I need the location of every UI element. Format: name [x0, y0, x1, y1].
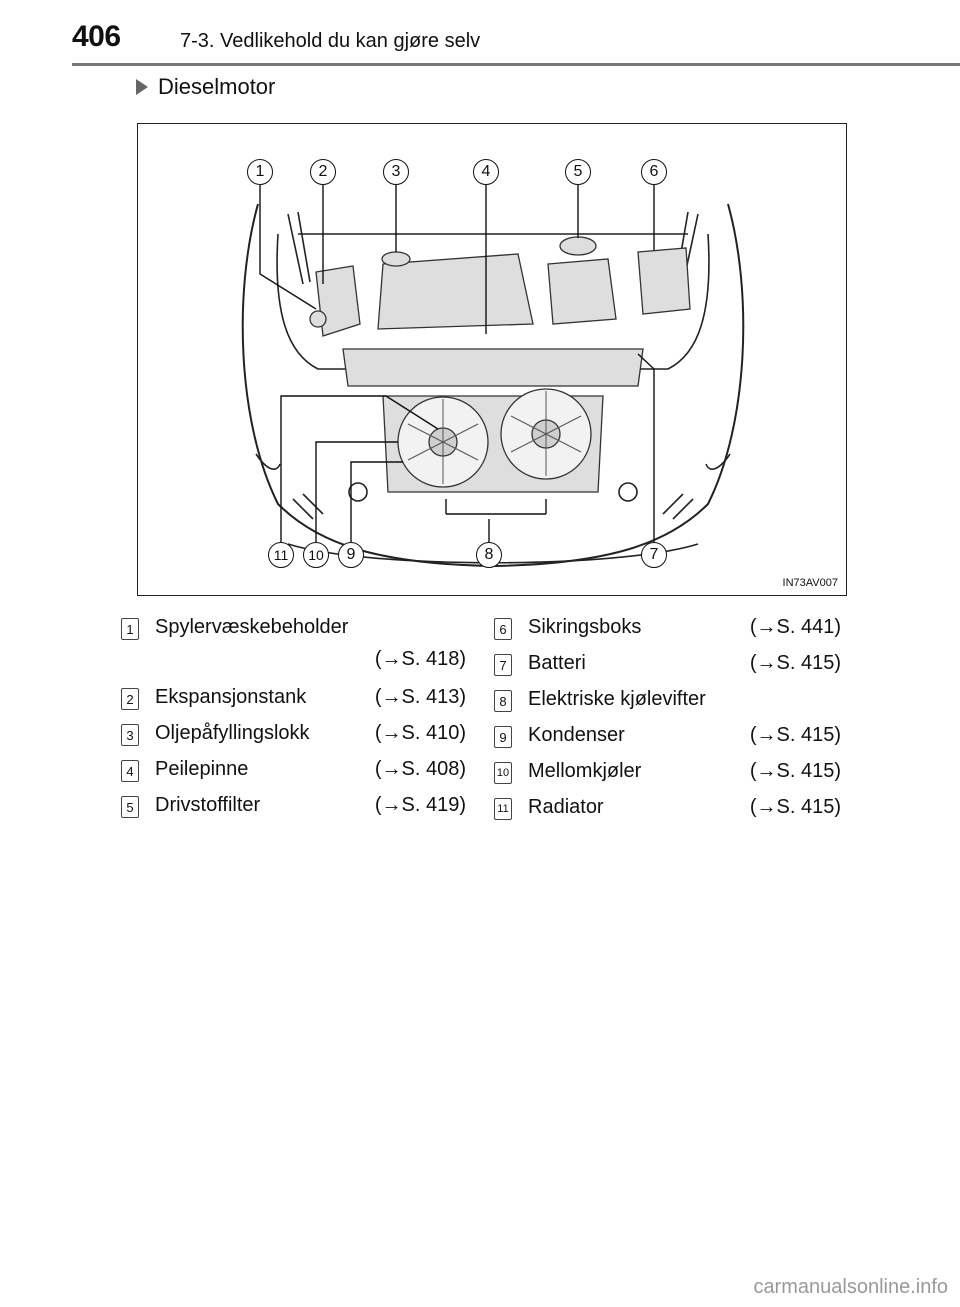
legend-item: 7 Batteri (→S. 415)	[494, 648, 841, 684]
callout-5: 5	[565, 159, 591, 185]
legend-item: 11 Radiator (→S. 415)	[494, 792, 841, 828]
legend-item: 5 Drivstoffilter (→S. 419)	[121, 790, 466, 826]
legend-label: Batteri	[528, 652, 586, 674]
legend-item: 4 Peilepinne (→S. 408)	[121, 754, 466, 790]
section-title-text: Dieselmotor	[158, 74, 276, 99]
legend-number: 11	[494, 798, 512, 820]
legend-ref: (→S. 418)	[374, 648, 466, 670]
legend-ref: (→S. 415)	[749, 652, 841, 674]
legend-item: 9 Kondenser (→S. 415)	[494, 720, 841, 756]
callout-9: 9	[338, 542, 364, 568]
legend-number: 10	[494, 762, 512, 784]
legend-ref: (→S. 441)	[749, 616, 841, 638]
legend-number: 3	[121, 724, 139, 746]
legend-item: 8 Elektriske kjølevifter	[494, 684, 841, 720]
callout-1: 1	[247, 159, 273, 185]
legend-label: Mellomkjøler	[528, 760, 642, 782]
callout-4: 4	[473, 159, 499, 185]
legend-item: 3 Oljepåfyllingslokk (→S. 410)	[121, 718, 466, 754]
figure-code: IN73AV007	[782, 577, 838, 589]
legend-label: Radiator	[528, 796, 604, 818]
callout-2: 2	[310, 159, 336, 185]
legend-number: 1	[121, 618, 139, 640]
page-number: 406	[72, 20, 121, 53]
legend-ref: (→S. 415)	[749, 796, 841, 818]
legend-ref: (→S. 413)	[374, 686, 466, 708]
engine-bay-illustration: 1 2 3 4 5 6 11 10 9 8 7 IN73AV007	[137, 123, 847, 596]
legend-label: Drivstoffilter	[155, 794, 261, 816]
legend-label: Ekspansjonstank	[155, 686, 307, 708]
legend-left: 1 Spylervæskebeholder (→S. 418) 2 Ekspan…	[121, 612, 466, 826]
callout-10: 10	[303, 542, 329, 568]
legend-number: 4	[121, 760, 139, 782]
legend-right: 6 Sikringsboks (→S. 441) 7 Batteri (→S. …	[494, 612, 841, 828]
watermark: carmanualsonline.info	[753, 1276, 948, 1298]
legend-ref: (→S. 415)	[749, 724, 841, 746]
legend-item: 2 Ekspansjonstank (→S. 413)	[121, 682, 466, 718]
callout-11: 11	[268, 542, 294, 568]
section-title: Dieselmotor	[136, 74, 275, 100]
legend-number: 9	[494, 726, 512, 748]
legend-number: 2	[121, 688, 139, 710]
header-rule	[72, 63, 960, 66]
legend-ref: (→S. 410)	[374, 722, 466, 744]
legend-label: Spylervæskebeholder	[155, 616, 349, 638]
callout-3: 3	[383, 159, 409, 185]
legend-label: Peilepinne	[155, 758, 249, 780]
legend-item: 10 Mellomkjøler (→S. 415)	[494, 756, 841, 792]
legend-item: 1 Spylervæskebeholder (→S. 418)	[121, 612, 466, 682]
callout-7: 7	[641, 542, 667, 568]
callout-8: 8	[476, 542, 502, 568]
legend-label: Kondenser	[528, 724, 625, 746]
engine-drawing	[241, 185, 745, 568]
legend-label: Elektriske kjølevifter	[528, 688, 706, 710]
chapter-title: 7-3. Vedlikehold du kan gjøre selv	[180, 30, 481, 52]
legend-ref: (→S. 408)	[374, 758, 466, 780]
legend-number: 7	[494, 654, 512, 676]
legend-label: Oljepåfyllingslokk	[155, 722, 310, 744]
legend-number: 5	[121, 796, 139, 818]
legend-item: 6 Sikringsboks (→S. 441)	[494, 612, 841, 648]
legend-number: 6	[494, 618, 512, 640]
legend-label: Sikringsboks	[528, 616, 642, 638]
callout-6: 6	[641, 159, 667, 185]
legend-ref: (→S. 415)	[749, 760, 841, 782]
legend-ref: (→S. 419)	[374, 794, 466, 816]
triangle-bullet-icon	[136, 79, 148, 95]
legend-number: 8	[494, 690, 512, 712]
